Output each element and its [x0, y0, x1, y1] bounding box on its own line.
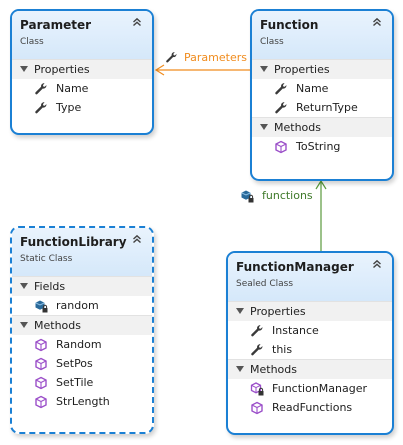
- member-functionmanager-method[interactable]: FunctionManager: [228, 379, 392, 398]
- expand-triangle-icon: [236, 308, 244, 314]
- field-icon: [240, 189, 254, 203]
- class-kind: Static Class: [20, 254, 73, 264]
- member-label: ReturnType: [296, 101, 358, 114]
- class-kind: Sealed Class: [236, 279, 294, 289]
- member-label: FunctionManager: [272, 382, 368, 395]
- wrench-icon: [34, 101, 48, 115]
- cube-icon: [274, 140, 288, 154]
- parameters-arrowhead: [154, 64, 165, 76]
- member-settile-method[interactable]: SetTile: [12, 373, 152, 392]
- member-random-field[interactable]: random: [12, 296, 152, 315]
- function-class-box[interactable]: Function Class Properties Name ReturnTyp…: [250, 9, 394, 181]
- member-type-property[interactable]: Type: [12, 98, 152, 117]
- member-instance-property[interactable]: Instance: [228, 321, 392, 340]
- functionmanager-class-header: FunctionManager Sealed Class: [228, 253, 392, 301]
- chevron-up-icon[interactable]: [372, 17, 382, 27]
- class-name: Parameter: [20, 18, 92, 32]
- section-title: Properties: [34, 63, 90, 76]
- member-label: Random: [56, 338, 102, 351]
- functions-arrowhead: [315, 179, 327, 190]
- cube-icon: [34, 376, 48, 390]
- wrench-icon: [274, 82, 288, 96]
- member-setpos-method[interactable]: SetPos: [12, 354, 152, 373]
- wrench-icon: [274, 101, 288, 115]
- member-label: this: [272, 343, 293, 356]
- member-returntype-property[interactable]: ReturnType: [252, 98, 392, 117]
- member-strlength-method[interactable]: StrLength: [12, 392, 152, 411]
- functionlibrary-class-header: FunctionLibrary Static Class: [12, 228, 152, 276]
- section-title: Methods: [250, 363, 297, 376]
- section-title: Methods: [34, 319, 81, 332]
- member-label: SetTile: [56, 376, 94, 389]
- fields-section-header[interactable]: Fields: [12, 276, 152, 296]
- member-label: Type: [56, 101, 82, 114]
- parameter-class-box[interactable]: Parameter Class Properties Name Type: [10, 9, 154, 135]
- methods-section-header[interactable]: Methods: [12, 315, 152, 335]
- function-class-header: Function Class: [252, 11, 392, 59]
- expand-triangle-icon: [236, 366, 244, 372]
- chevron-up-icon[interactable]: [132, 17, 142, 27]
- cube-icon: [34, 357, 48, 371]
- expand-triangle-icon: [20, 283, 28, 289]
- section-title: Methods: [274, 121, 321, 134]
- wrench-icon: [165, 51, 178, 64]
- member-tostring-method[interactable]: ToString: [252, 137, 392, 156]
- functionmanager-class-box[interactable]: FunctionManager Sealed Class Properties …: [226, 251, 394, 435]
- methods-section-header[interactable]: Methods: [252, 117, 392, 137]
- section-title: Properties: [274, 63, 330, 76]
- functionlibrary-class-box[interactable]: FunctionLibrary Static Class Fields rand…: [10, 226, 154, 434]
- class-kind: Class: [20, 37, 44, 47]
- member-label: Name: [296, 82, 329, 95]
- class-kind: Class: [260, 37, 284, 47]
- section-title: Properties: [250, 305, 306, 318]
- member-readfunctions-method[interactable]: ReadFunctions: [228, 398, 392, 417]
- properties-section-header[interactable]: Properties: [12, 59, 152, 79]
- member-label: SetPos: [56, 357, 93, 370]
- parameters-association-label[interactable]: Parameters: [165, 50, 247, 66]
- wrench-icon: [34, 82, 48, 96]
- cube-lock-icon: [250, 382, 264, 396]
- expand-triangle-icon: [20, 66, 28, 72]
- wrench-icon: [250, 324, 264, 338]
- properties-section-header[interactable]: Properties: [252, 59, 392, 79]
- properties-section-header[interactable]: Properties: [228, 301, 392, 321]
- member-random-method[interactable]: Random: [12, 335, 152, 354]
- member-this-property[interactable]: this: [228, 340, 392, 359]
- wrench-icon: [250, 343, 264, 357]
- expand-triangle-icon: [260, 66, 268, 72]
- field-icon: [34, 299, 48, 313]
- section-title: Fields: [34, 280, 66, 293]
- class-name: Function: [260, 18, 319, 32]
- expand-triangle-icon: [260, 124, 268, 130]
- chevron-up-icon[interactable]: [372, 259, 382, 269]
- member-label: random: [56, 299, 99, 312]
- cube-icon: [34, 395, 48, 409]
- methods-section-header[interactable]: Methods: [228, 359, 392, 379]
- class-name: FunctionLibrary: [20, 235, 127, 249]
- expand-triangle-icon: [20, 322, 28, 328]
- member-label: Name: [56, 82, 89, 95]
- cube-icon: [250, 401, 264, 415]
- chevron-up-icon[interactable]: [132, 234, 142, 244]
- member-name-property[interactable]: Name: [12, 79, 152, 98]
- parameter-class-header: Parameter Class: [12, 11, 152, 59]
- member-name-property[interactable]: Name: [252, 79, 392, 98]
- member-label: ReadFunctions: [272, 401, 353, 414]
- cube-icon: [34, 338, 48, 352]
- member-label: StrLength: [56, 395, 110, 408]
- functions-association-label[interactable]: functions: [240, 188, 313, 204]
- member-label: ToString: [296, 140, 341, 153]
- class-name: FunctionManager: [236, 260, 354, 274]
- member-label: Instance: [272, 324, 319, 337]
